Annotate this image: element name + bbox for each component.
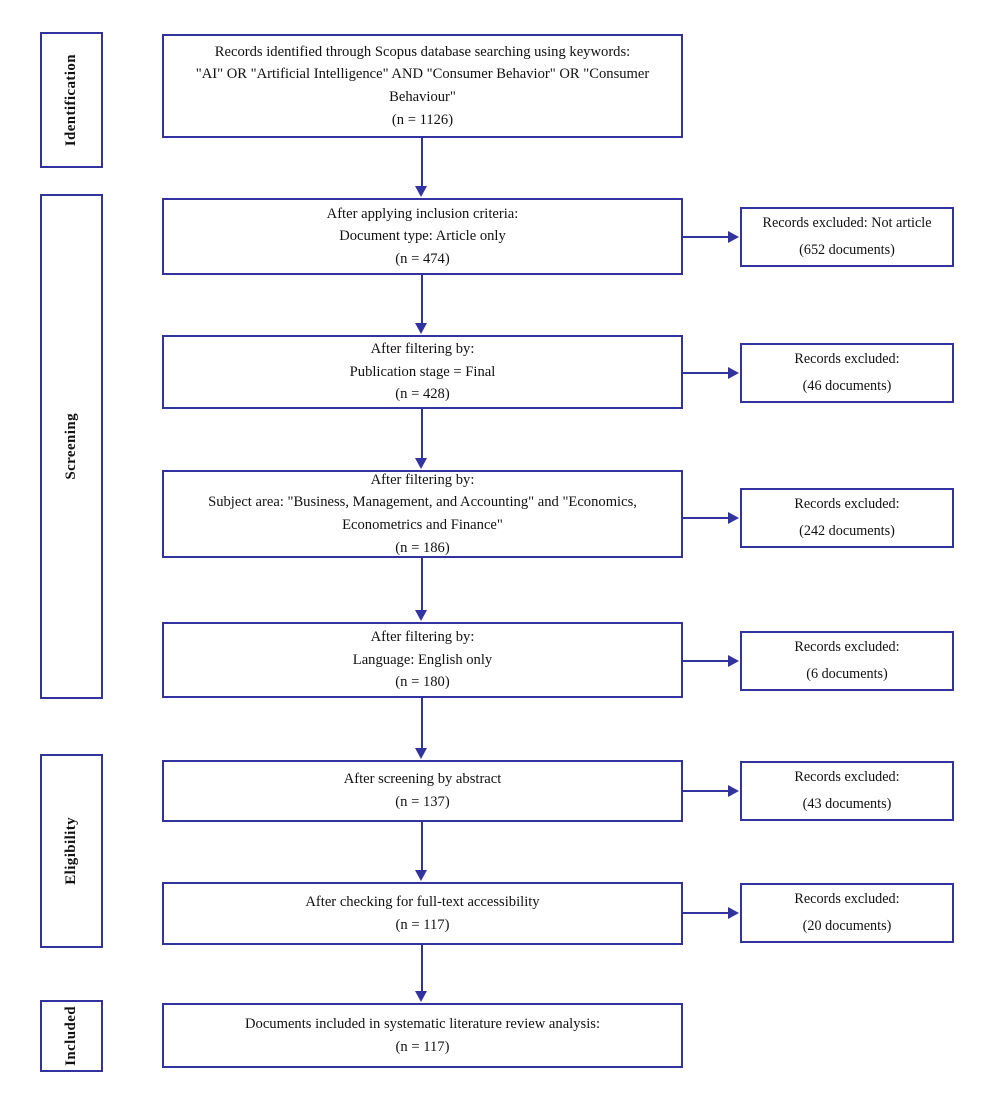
- arrow-to-excluded-publication-stage: [728, 367, 739, 379]
- flow-box-identified: Records identified through Scopus databa…: [162, 34, 683, 138]
- excluded-box-subject-area-text: Records excluded: (242 documents): [794, 496, 900, 539]
- excluded-box-subject-area: Records excluded: (242 documents): [740, 488, 954, 548]
- arrow-to-excluded-subject-area: [728, 512, 739, 524]
- arrow-identified-to-inclusion: [415, 186, 427, 197]
- flow-box-inclusion-criteria: After applying inclusion criteria: Docum…: [162, 198, 683, 275]
- arrow-subject-to-language: [415, 610, 427, 621]
- flow-box-documents-included-text: Documents included in systematic literat…: [244, 1015, 600, 1055]
- flow-box-subject-area: After filtering by: Subject area: "Busin…: [162, 470, 683, 558]
- arrow-inclusion-to-publication: [415, 323, 427, 334]
- flow-box-language-text: After filtering by: Language: English on…: [352, 629, 493, 691]
- connector-to-excluded-full-text: [683, 912, 729, 914]
- arrow-to-excluded-full-text: [728, 907, 739, 919]
- stage-label-included: Included: [63, 1006, 79, 1066]
- flow-box-full-text-accessibility-text: After checking for full-text accessibili…: [305, 893, 540, 933]
- excluded-box-not-article-text: Records excluded: Not article (652 docum…: [762, 215, 932, 258]
- excluded-box-full-text-text: Records excluded: (20 documents): [794, 891, 900, 934]
- excluded-box-language: Records excluded: (6 documents): [740, 631, 954, 691]
- stage-box-included: Included: [40, 1000, 103, 1072]
- excluded-box-abstract: Records excluded: (43 documents): [740, 761, 954, 821]
- excluded-box-abstract-text: Records excluded: (43 documents): [794, 769, 900, 812]
- flow-box-subject-area-text: After filtering by: Subject area: "Busin…: [208, 471, 637, 556]
- stage-label-eligibility: Eligibility: [63, 817, 79, 885]
- connector-language-to-abstract: [421, 698, 423, 748]
- arrow-publication-to-subject: [415, 458, 427, 469]
- excluded-box-language-text: Records excluded: (6 documents): [794, 639, 900, 682]
- excluded-box-publication-stage-text: Records excluded: (46 documents): [794, 351, 900, 394]
- flow-box-identified-text: Records identified through Scopus databa…: [195, 43, 650, 128]
- arrow-fulltext-to-included: [415, 991, 427, 1002]
- arrow-to-excluded-language: [728, 655, 739, 667]
- arrow-to-excluded-abstract: [728, 785, 739, 797]
- connector-abstract-to-fulltext: [421, 822, 423, 870]
- stage-label-screening: Screening: [63, 413, 79, 480]
- flow-box-documents-included: Documents included in systematic literat…: [162, 1003, 683, 1068]
- connector-inclusion-to-publication: [421, 275, 423, 325]
- stage-box-eligibility: Eligibility: [40, 754, 103, 948]
- flow-box-inclusion-criteria-text: After applying inclusion criteria: Docum…: [326, 205, 519, 267]
- connector-identified-to-inclusion: [421, 138, 423, 188]
- connector-to-excluded-not-article: [683, 236, 729, 238]
- flow-box-publication-stage: After filtering by: Publication stage = …: [162, 335, 683, 409]
- connector-subject-to-language: [421, 558, 423, 611]
- stage-label-identification: Identification: [63, 53, 79, 147]
- connector-fulltext-to-included: [421, 945, 423, 991]
- flow-box-publication-stage-text: After filtering by: Publication stage = …: [349, 341, 496, 403]
- connector-to-excluded-publication-stage: [683, 372, 729, 374]
- arrow-abstract-to-fulltext: [415, 870, 427, 881]
- connector-to-excluded-language: [683, 660, 729, 662]
- flow-box-abstract-screening: After screening by abstract (n = 137): [162, 760, 683, 822]
- flow-box-language: After filtering by: Language: English on…: [162, 622, 683, 698]
- excluded-box-publication-stage: Records excluded: (46 documents): [740, 343, 954, 403]
- connector-to-excluded-subject-area: [683, 517, 729, 519]
- connector-publication-to-subject: [421, 409, 423, 459]
- flow-box-abstract-screening-text: After screening by abstract (n = 137): [343, 771, 502, 810]
- stage-box-screening: Screening: [40, 194, 103, 699]
- stage-box-identification: Identification: [40, 32, 103, 168]
- arrow-to-excluded-not-article: [728, 231, 739, 243]
- excluded-box-full-text: Records excluded: (20 documents): [740, 883, 954, 943]
- arrow-language-to-abstract: [415, 748, 427, 759]
- connector-to-excluded-abstract: [683, 790, 729, 792]
- flow-box-full-text-accessibility: After checking for full-text accessibili…: [162, 882, 683, 945]
- excluded-box-not-article: Records excluded: Not article (652 docum…: [740, 207, 954, 267]
